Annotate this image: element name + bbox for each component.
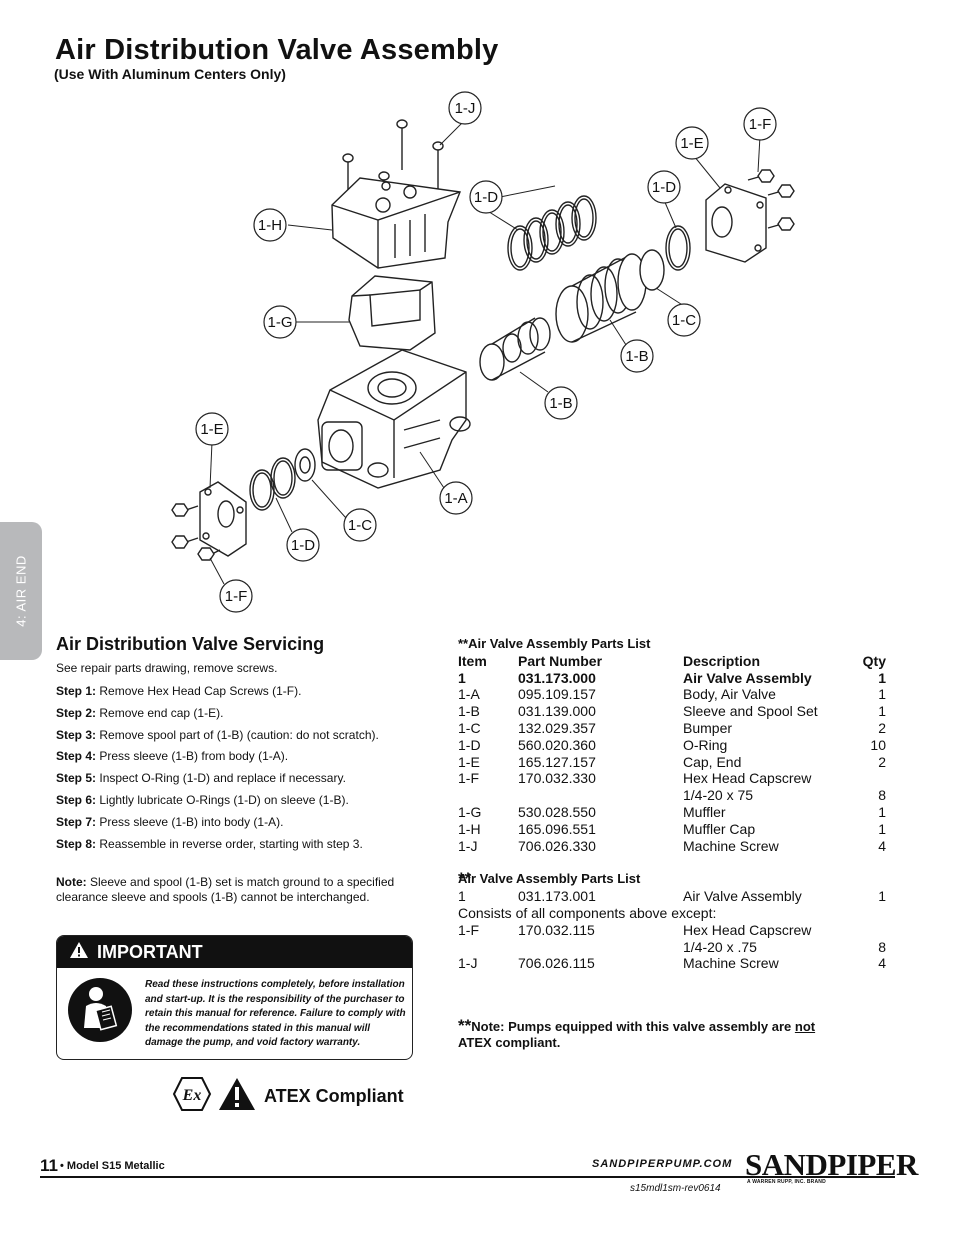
atex-compliant: Ex ATEX Compliant	[172, 1076, 404, 1117]
callout-1-D-left: 1-D	[469, 180, 503, 214]
page-title: Air Distribution Valve Assembly	[55, 34, 499, 66]
spool	[479, 317, 551, 381]
valve-body	[317, 349, 471, 489]
section-tab-label: 4: AIR END	[13, 555, 29, 627]
callout-1-D-lower: 1-D	[286, 528, 320, 562]
callout-1-D-label: 1-D	[291, 537, 315, 554]
consists-text: Consists of all components above except:	[458, 904, 717, 921]
read-manual-icon	[66, 976, 134, 1049]
muffler	[348, 275, 436, 351]
callout-1-C-label: 1-C	[348, 517, 372, 534]
callout-1-F-upper: 1-F	[743, 107, 777, 141]
revision-code: s15mdl1sm-rev0614	[630, 1183, 721, 1194]
step-5: Step 5: Inspect O-Ring (1-D) and replace…	[56, 771, 346, 786]
end-cap-upper	[705, 183, 767, 263]
parts-list-heading: **Air Valve Assembly Parts List	[458, 636, 651, 651]
callout-1-E-label: 1-E	[680, 135, 703, 152]
page-subtitle: (Use With Aluminum Centers Only)	[54, 66, 286, 82]
callout-1-J-label: 1-J	[455, 100, 476, 117]
callout-1-A-label: 1-A	[444, 490, 467, 507]
callout-1-B-lower: 1-B	[544, 386, 578, 420]
callout-1-J: 1-J	[448, 91, 482, 125]
atex-label: ATEX Compliant	[264, 1086, 404, 1106]
callout-1-C-label: 1-C	[672, 312, 696, 329]
callout-1-G: 1-G	[263, 305, 297, 339]
brand-tagline: A WARREN RUPP, INC. BRAND	[747, 1179, 826, 1185]
callout-1-G-label: 1-G	[267, 314, 292, 331]
parts-list-2-heading: **Air Valve Assembly Parts List	[458, 869, 641, 889]
callout-1-B-label: 1-B	[549, 395, 572, 412]
callout-1-E-label: 1-E	[200, 421, 223, 438]
callout-1-B-label: 1-B	[625, 348, 648, 365]
important-heading: IMPORTANT	[97, 941, 203, 962]
warning-icon	[69, 941, 89, 964]
callout-1-F-lower: 1-F	[219, 579, 253, 613]
step-4: Step 4: Press sleeve (1-B) from body (1-…	[56, 749, 289, 764]
callout-1-H: 1-H	[253, 208, 287, 242]
section-tab: 4: AIR END	[0, 522, 42, 660]
important-header: IMPORTANT	[57, 936, 412, 968]
end-cap-lower	[199, 481, 247, 557]
callout-1-C-upper: 1-C	[667, 303, 701, 337]
step-1: Step 1: Remove Hex Head Cap Screws (1-F)…	[56, 684, 302, 698]
callout-1-E-lower: 1-E	[195, 412, 229, 446]
ex-hexagon-icon: Ex	[172, 1076, 212, 1117]
page-number: 11	[40, 1156, 58, 1175]
model-label: • Model S15 Metallic	[60, 1160, 165, 1172]
step-6: Step 6: Lightly lubricate O-Rings (1-D) …	[56, 792, 349, 807]
atex-note: **Note: Pumps equipped with this valve a…	[458, 1016, 816, 1051]
warning-triangle-icon	[218, 1077, 256, 1116]
exploded-diagram: 1-J 1-F 1-E 1-H 1-D 1-D 1-G 1-C 1-B 1-B …	[171, 91, 795, 613]
sleeve	[555, 253, 647, 343]
svg-text:Ex: Ex	[182, 1087, 202, 1104]
step-8: Step 8: Reassemble in reverse order, sta…	[56, 836, 363, 851]
callout-1-C-lower: 1-C	[343, 508, 377, 542]
servicing-note: Note: Sleeve and spool (1-B) set is matc…	[56, 875, 395, 904]
servicing-intro: See repair parts drawing, remove screws.	[56, 661, 278, 675]
step-3: Step 3: Remove spool part of (1-B) (caut…	[56, 727, 379, 742]
callout-1-F-label: 1-F	[749, 116, 772, 133]
servicing-title: Air Distribution Valve Servicing	[56, 634, 325, 654]
website-link[interactable]: SANDPIPERPUMP.COM	[592, 1158, 733, 1170]
callout-1-B-upper: 1-B	[620, 339, 654, 373]
o-rings-upper	[507, 195, 691, 271]
important-text: Read these instructions completely, befo…	[145, 979, 406, 1048]
step-2: Step 2: Remove end cap (1-E).	[56, 705, 224, 720]
step-7: Step 7: Press sleeve (1-B) into body (1-…	[56, 814, 284, 829]
muffler-cap	[331, 177, 461, 269]
callout-1-D-label: 1-D	[474, 189, 498, 206]
callout-1-H-label: 1-H	[258, 217, 282, 234]
callout-1-D-right: 1-D	[647, 170, 681, 204]
callout-1-D-label: 1-D	[652, 179, 676, 196]
important-box: IMPORTANT Read these instructions comple…	[56, 935, 413, 1060]
servicing-steps: Step 1: Remove Hex Head Cap Screws (1-F)…	[56, 683, 446, 857]
capscrews-lower	[171, 503, 221, 561]
callout-1-A: 1-A	[439, 481, 473, 515]
footer-divider	[40, 1176, 895, 1178]
o-rings-lower	[249, 457, 296, 511]
callout-1-F-label: 1-F	[225, 588, 248, 605]
capscrews-upper	[747, 169, 795, 231]
brand-logo: SANDPIPER	[745, 1147, 918, 1182]
callout-1-E-upper: 1-E	[675, 126, 709, 160]
